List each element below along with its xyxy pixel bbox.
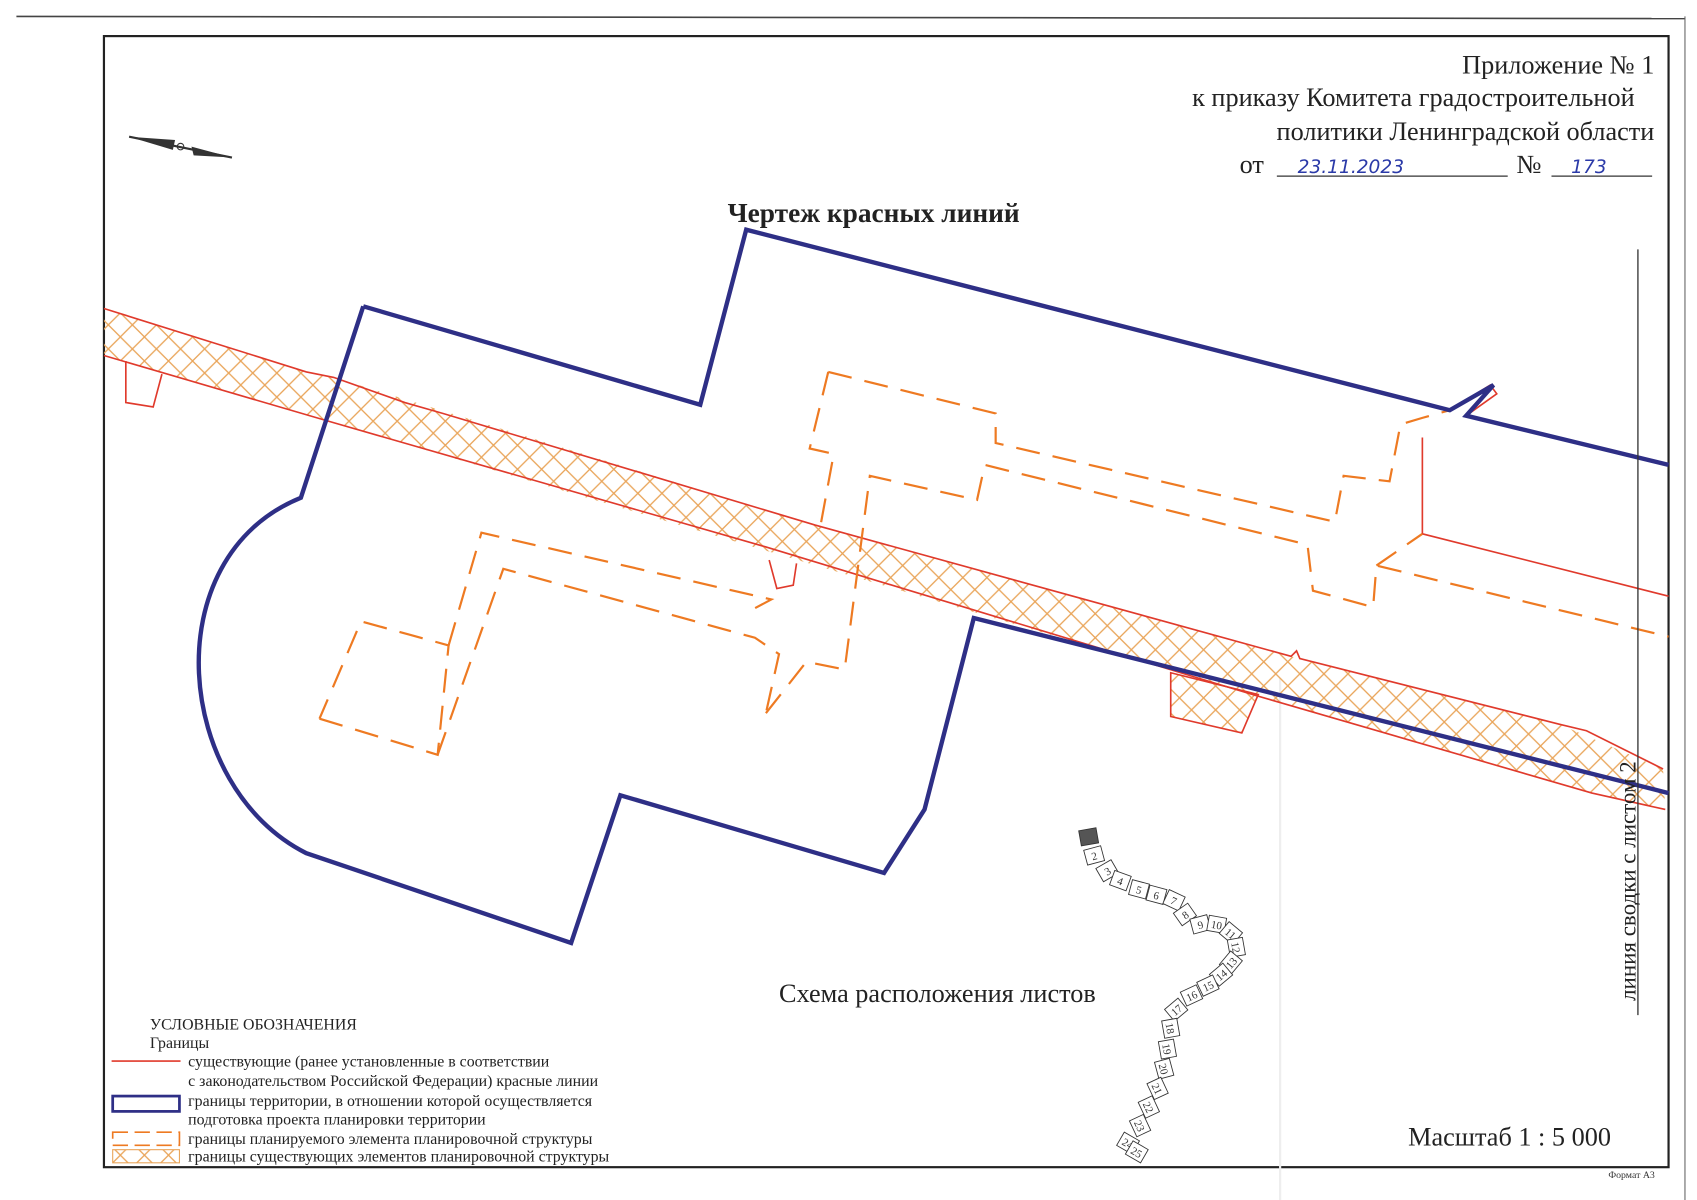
sheet-tile-number: 22	[1140, 1100, 1155, 1115]
legend-item-2-line-1: границы территории, в отношении которой …	[188, 1093, 593, 1110]
date-value: 23.11.2023	[1298, 157, 1404, 178]
sheet-tile-18: 18	[1161, 1017, 1181, 1039]
legend-item-3-line-1: границы планируемого элемента планировоч…	[188, 1131, 593, 1148]
header-line-2: к приказу Комитета градостроительной	[1192, 83, 1635, 112]
sheet-tile-number: 4	[1115, 875, 1125, 888]
header-line-1: Приложение № 1	[1462, 50, 1654, 79]
legend-dashed-box-symbol	[111, 1131, 181, 1147]
sheet-tile-9: 9	[1189, 914, 1212, 935]
sheet-tile-21: 21	[1146, 1076, 1169, 1101]
legend-subtitle: Границы	[150, 1035, 210, 1052]
sheet-tile-5: 5	[1128, 879, 1150, 900]
scale-label: Масштаб 1 : 5 000	[1408, 1122, 1611, 1151]
map-title: Чертеж красных линий	[728, 198, 1020, 228]
sheet-tile-number: 18	[1163, 1022, 1177, 1035]
legend-hatch-symbol	[112, 1149, 180, 1164]
sheet-tile-number: 2	[1090, 850, 1098, 863]
drawing-frame	[102, 35, 1670, 1169]
territory-boundary	[196, 227, 1670, 946]
legend-item-4-line-1: границы существующих элементов планирово…	[188, 1149, 609, 1166]
sheet-tile-23: 23	[1128, 1113, 1152, 1138]
sheet-tile-number: 9	[1196, 919, 1205, 932]
match-line-label: линия сводки с листом 2	[1616, 761, 1641, 1001]
sheet-tile-2: 2	[1083, 845, 1106, 866]
north-arrow-icon	[128, 135, 233, 159]
sheet-tile-number: 7	[1168, 895, 1179, 908]
sheet-tile-15: 15	[1196, 974, 1220, 997]
sheet-tile-8: 8	[1172, 902, 1198, 927]
sheet-tile-number: 3	[1103, 865, 1114, 878]
sheet-tile-4: 4	[1108, 869, 1132, 892]
legend-item-1-line-2: с законодательством Российской Федерации…	[188, 1073, 598, 1090]
sheet-scheme-title: Схема расположения листов	[779, 979, 1096, 1008]
planned-structure-boundaries	[318, 370, 1669, 757]
sheet-tile-20: 20	[1153, 1057, 1175, 1080]
sheet-tile-1	[1078, 827, 1100, 847]
approval-header: Приложение № 1 к приказу Комитета градос…	[1192, 50, 1654, 146]
sheet-tile-number: 19	[1159, 1043, 1173, 1056]
header-line-3: политики Ленинградской области	[1277, 117, 1655, 146]
date-prefix: от	[1240, 150, 1265, 179]
sheet-tile-number: 23	[1131, 1119, 1147, 1134]
number-prefix: №	[1516, 150, 1541, 179]
sheet-tile-6: 6	[1145, 884, 1168, 906]
sheet-tile-22: 22	[1137, 1095, 1161, 1119]
sheet-tile-number: 5	[1134, 884, 1143, 897]
legend-blue-box-symbol	[111, 1094, 181, 1113]
sheet-tile-17: 17	[1163, 997, 1189, 1022]
sheet-tile-number: 20	[1156, 1062, 1171, 1076]
sheet-tile-7: 7	[1162, 889, 1186, 912]
sheet-tile-19: 19	[1157, 1038, 1178, 1060]
legend-item-1-line-1: существующие (ранее установленные в соот…	[188, 1054, 550, 1071]
sheet-top-edge	[16, 15, 1685, 20]
legend: УСЛОВНЫЕ ОБОЗНАЧЕНИЯ Границы существующи…	[111, 1016, 610, 1166]
sheet-tile-16: 16	[1179, 984, 1204, 1007]
sheet-tile-25: 25	[1124, 1140, 1149, 1164]
sheet-tile-number: 10	[1210, 919, 1223, 933]
sheet-tile-number: 8	[1180, 909, 1192, 922]
sheet-tile-number: 6	[1152, 890, 1161, 903]
format-label: Формат А3	[1608, 1170, 1655, 1181]
sheet-tile-number: 15	[1201, 979, 1216, 995]
sheet-tile-number: 16	[1185, 989, 1200, 1005]
legend-item-2-line-2: подготовка проекта планировки территории	[188, 1112, 486, 1129]
sheet-tile-number: 12	[1228, 941, 1242, 954]
number-value: 173	[1571, 157, 1606, 178]
legend-title: УСЛОВНЫЕ ОБОЗНАЧЕНИЯ	[150, 1016, 357, 1033]
existing-structure-hatch	[103, 308, 1666, 810]
sheet-tile-number: 21	[1149, 1082, 1164, 1097]
